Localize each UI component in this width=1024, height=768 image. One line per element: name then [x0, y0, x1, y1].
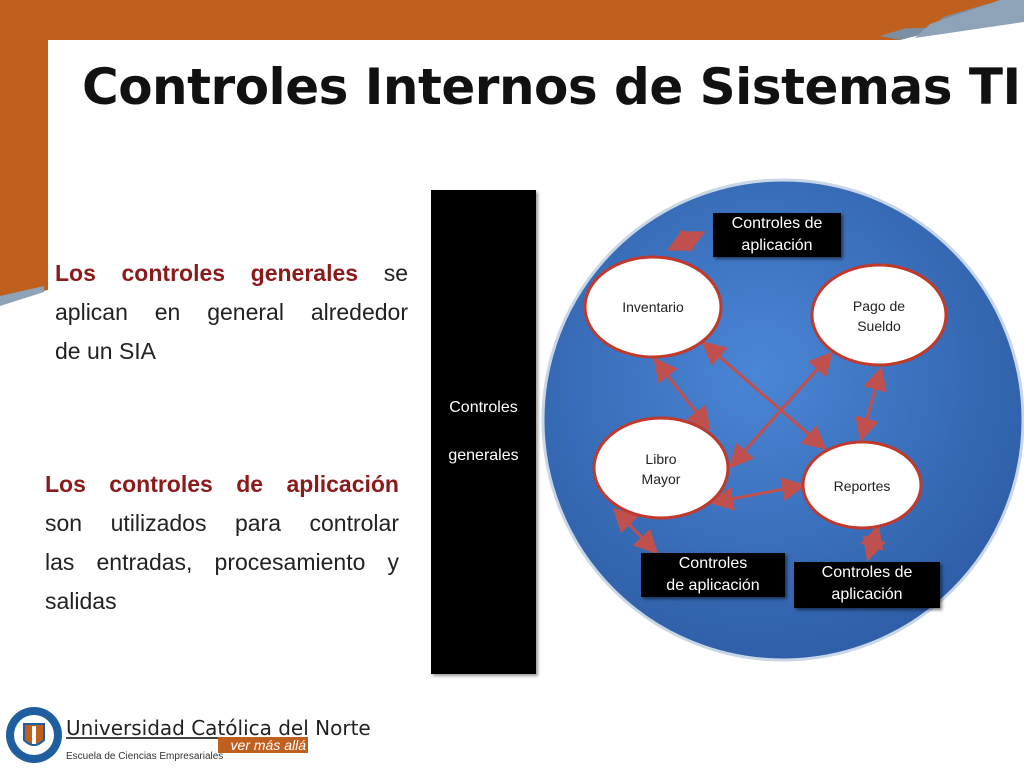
paragraph-text: se — [383, 260, 409, 286]
inventario-node — [583, 255, 723, 359]
arrow — [612, 507, 659, 555]
arrow — [855, 366, 887, 442]
application-controls-paragraph: Los controles de aplicación son utilizad… — [45, 465, 399, 621]
app-control-label: aplicación — [831, 586, 903, 603]
school-name: Escuela de Ciencias Empresariales — [66, 751, 224, 762]
university-name: Universidad Católica del Norte — [66, 716, 371, 740]
application-controls-heading: Los controles de aplicación — [45, 471, 399, 497]
libro-mayor-label: Mayor — [641, 471, 681, 487]
app-control-box-bottom-left: Controles de aplicación — [641, 553, 785, 597]
app-control-label: Controles de — [731, 215, 823, 232]
inventario-label: Inventario — [622, 299, 684, 315]
arrow — [709, 477, 806, 511]
app-control-label: Controles de — [821, 564, 913, 581]
reportes-node — [801, 440, 923, 530]
paragraph-text: salidas — [45, 588, 117, 614]
pago-sueldo-node — [810, 263, 948, 367]
university-tagline: ver más allá — [218, 737, 308, 753]
general-controls-heading: Los controles generales — [55, 260, 359, 286]
app-control-label: de aplicación — [666, 577, 760, 594]
libro-mayor-label: Libro — [645, 451, 677, 467]
logo-divider — [66, 737, 218, 739]
app-control-box-bottom-right: Controles de aplicación — [794, 562, 940, 608]
paragraph-text: son utilizados para controlar — [45, 510, 399, 536]
general-controls-bar-label: Controles — [449, 399, 518, 416]
arrow — [666, 229, 706, 253]
paragraph-text: aplican en general alrededor — [55, 299, 408, 325]
app-control-label: aplicación — [741, 237, 813, 254]
slide-title: Controles Internos de Sistemas TI — [82, 58, 1021, 116]
university-seal-icon — [6, 707, 62, 763]
arrow — [653, 357, 711, 431]
general-controls-bar-label: generales — [448, 447, 519, 464]
app-control-box-top: Controles de aplicación — [713, 213, 841, 257]
libro-mayor-node — [592, 416, 730, 520]
general-controls-bar — [431, 190, 536, 674]
arrow — [729, 351, 833, 469]
paragraph-text: las entradas, procesamiento y — [45, 549, 399, 575]
app-control-label: Controles — [678, 555, 748, 572]
paragraph-text: de un SIA — [55, 338, 157, 364]
arrow — [860, 524, 886, 562]
general-controls-paragraph: Los controles generales se aplican en ge… — [55, 254, 408, 371]
pago-sueldo-label: Sueldo — [857, 318, 901, 334]
reportes-label: Reportes — [833, 478, 891, 494]
pago-sueldo-label: Pago de — [852, 298, 906, 314]
